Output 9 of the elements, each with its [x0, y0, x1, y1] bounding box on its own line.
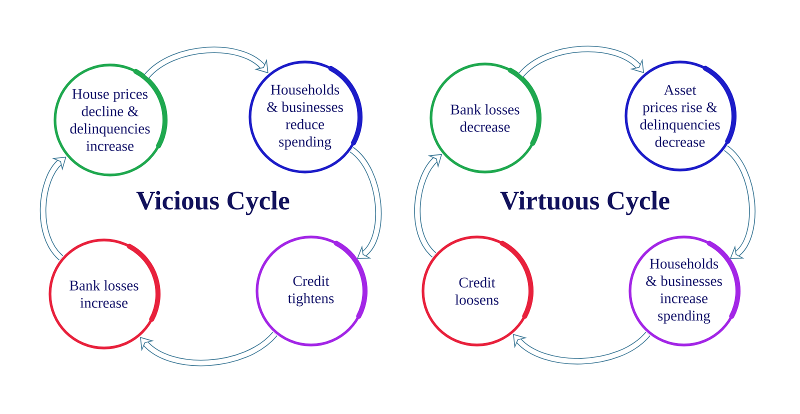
curved-arrow [40, 156, 66, 260]
curved-arrow [724, 146, 756, 259]
curved-arrow [518, 46, 644, 78]
curved-arrow [513, 332, 650, 364]
cycle-title: Virtuous Cycle [500, 190, 670, 216]
curved-arrow [144, 46, 268, 79]
curved-arrow [140, 332, 278, 366]
curved-arrow [350, 147, 382, 259]
cycle-title: Vicious Cycle [136, 190, 290, 216]
